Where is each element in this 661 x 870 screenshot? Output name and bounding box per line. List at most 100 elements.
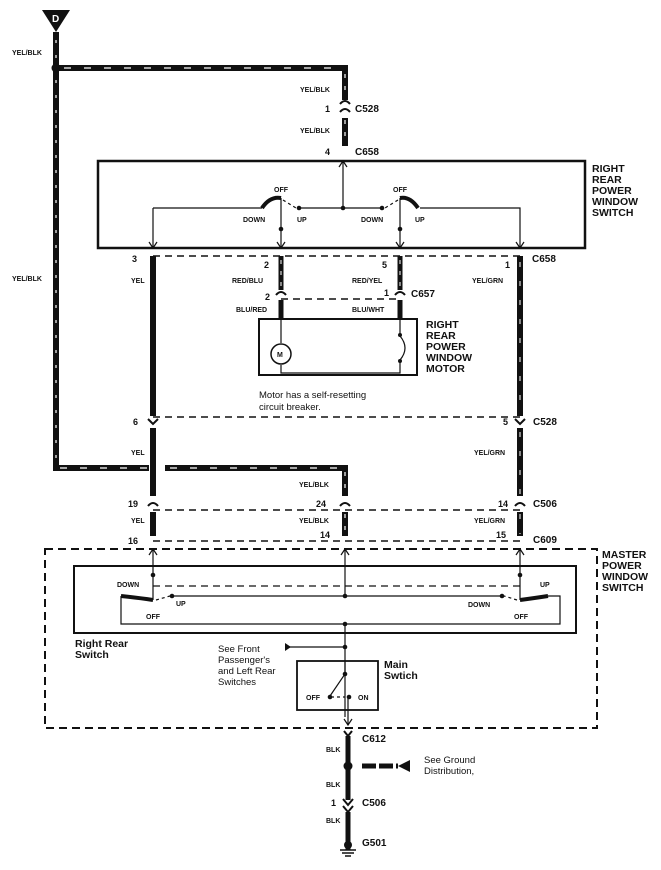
connector-c657: 2 1 C657 xyxy=(265,288,435,302)
svg-text:RIGHT: RIGHT xyxy=(426,319,459,331)
connector-c658-top: 4 C658 xyxy=(325,147,379,158)
motor-internal xyxy=(270,319,406,374)
svg-text:See Ground: See Ground xyxy=(424,755,475,766)
motor-note: Motor has a self-resetting circuit break… xyxy=(259,390,366,413)
wire-label: YEL/GRN xyxy=(474,518,505,525)
wire-label: BLK xyxy=(326,782,340,789)
motor-title: RIGHT REAR POWER WINDOW MOTOR xyxy=(426,319,472,375)
svg-text:C506: C506 xyxy=(533,499,557,510)
svg-text:circuit breaker.: circuit breaker. xyxy=(259,402,321,413)
svg-text:WINDOW: WINDOW xyxy=(426,352,472,364)
connector-c612: C612 xyxy=(362,734,386,745)
right-rear-switch-dots xyxy=(150,572,523,650)
svg-text:C658: C658 xyxy=(532,254,556,265)
wire-label: BLK xyxy=(326,747,340,754)
svg-text:WINDOW: WINDOW xyxy=(602,571,648,583)
switch-pos-off: OFF xyxy=(274,187,289,194)
svg-text:19: 19 xyxy=(128,499,138,509)
wire-label: YEL/BLK xyxy=(300,87,330,94)
svg-text:C609: C609 xyxy=(533,535,557,546)
main-switch-contact xyxy=(346,694,352,700)
master-switch-boundary xyxy=(44,548,598,729)
wire-label: YEL/GRN xyxy=(472,278,503,285)
ground-reference-arrow-icon xyxy=(398,760,410,772)
wire-label: BLU/WHT xyxy=(352,307,385,314)
svg-text:C506: C506 xyxy=(362,798,386,809)
connector-c658-bottom: 3 2 5 1 C658 xyxy=(132,254,556,270)
rear-switch-box xyxy=(96,159,587,250)
svg-text:REAR: REAR xyxy=(592,174,622,186)
svg-text:POWER: POWER xyxy=(426,341,466,353)
svg-text:Motor has a self-resetting: Motor has a self-resetting xyxy=(259,390,366,401)
svg-text:2: 2 xyxy=(264,260,269,270)
svg-text:1: 1 xyxy=(325,104,330,114)
power-source-label: D xyxy=(52,14,59,25)
svg-text:5: 5 xyxy=(503,417,508,427)
svg-text:C528: C528 xyxy=(533,417,557,428)
switch-pos-down: DOWN xyxy=(468,602,490,609)
svg-text:14: 14 xyxy=(498,499,508,509)
rear-switch-arrows xyxy=(148,159,525,250)
svg-text:3: 3 xyxy=(132,254,137,264)
reference-arrow-icon xyxy=(285,643,291,651)
wire-label: BLU/RED xyxy=(236,307,267,314)
svg-text:24: 24 xyxy=(316,499,326,509)
svg-text:16: 16 xyxy=(128,536,138,546)
wire-label: YEL/BLK xyxy=(12,276,42,283)
ground-reference: See Ground Distribution, xyxy=(424,755,475,777)
connector-c528-top: 1 C528 xyxy=(325,100,379,115)
switch-pos-off: OFF xyxy=(514,614,529,621)
switch-pos-down: DOWN xyxy=(361,217,383,224)
svg-text:Distribution,: Distribution, xyxy=(424,766,474,777)
svg-text:Main: Main xyxy=(384,659,408,671)
wire-blk-ground xyxy=(342,730,398,850)
switch-pos-off: OFF xyxy=(146,614,161,621)
svg-text:C657: C657 xyxy=(411,289,435,300)
power-source: D xyxy=(42,10,70,32)
main-switch-on: ON xyxy=(358,695,369,702)
wire-yel-blk-feed xyxy=(53,32,348,536)
svg-text:15: 15 xyxy=(496,530,506,540)
switch-pos-up: UP xyxy=(415,217,425,224)
switch-pos-down: DOWN xyxy=(243,217,265,224)
main-switch-contact xyxy=(342,671,348,677)
svg-text:RIGHT: RIGHT xyxy=(592,163,625,175)
svg-text:and Left Rear: and Left Rear xyxy=(218,666,276,677)
wire-label: YEL/GRN xyxy=(474,450,505,457)
rear-switch-title: RIGHT REAR POWER WINDOW SWITCH xyxy=(592,163,638,219)
svg-text:SWITCH: SWITCH xyxy=(592,207,633,219)
ground-splice-dot xyxy=(343,761,353,771)
connector-c506: 19 24 14 C506 xyxy=(128,499,557,510)
svg-text:Right Rear: Right Rear xyxy=(75,638,128,650)
connector-c609: 16 14 15 C609 xyxy=(128,530,557,546)
wire-label: YEL/BLK xyxy=(300,128,330,135)
motor-icon: M xyxy=(277,352,283,359)
svg-text:4: 4 xyxy=(325,147,330,157)
master-switch-arrows xyxy=(148,547,525,556)
breaker-contact xyxy=(398,333,402,337)
svg-text:2: 2 xyxy=(265,292,270,302)
svg-text:C612: C612 xyxy=(362,734,386,745)
rear-switch-dots xyxy=(278,205,403,232)
wire-label: YEL/BLK xyxy=(299,518,329,525)
wire-label: YEL xyxy=(131,450,145,457)
svg-text:See Front: See Front xyxy=(218,644,260,655)
main-switch-contact xyxy=(327,694,333,700)
svg-text:Switch: Switch xyxy=(75,649,109,661)
svg-text:WINDOW: WINDOW xyxy=(592,196,638,208)
right-rear-switch-box xyxy=(73,565,577,634)
main-switch-title: Main Swtich xyxy=(384,659,418,682)
wire-label: YEL/BLK xyxy=(299,482,329,489)
svg-text:POWER: POWER xyxy=(602,560,642,572)
master-switch-title: MASTER POWER WINDOW SWITCH xyxy=(602,549,648,594)
svg-text:Passenger's: Passenger's xyxy=(218,655,270,666)
main-switch-box xyxy=(296,660,379,711)
right-rear-switch-title: Right Rear Switch xyxy=(75,638,128,661)
svg-text:REAR: REAR xyxy=(426,330,456,342)
power-source-icon xyxy=(42,10,70,32)
svg-text:6: 6 xyxy=(133,417,138,427)
splice-dot xyxy=(51,63,61,73)
wire-label: YEL/BLK xyxy=(12,50,42,57)
svg-text:MASTER: MASTER xyxy=(602,549,647,561)
wire-label: YEL xyxy=(131,278,145,285)
